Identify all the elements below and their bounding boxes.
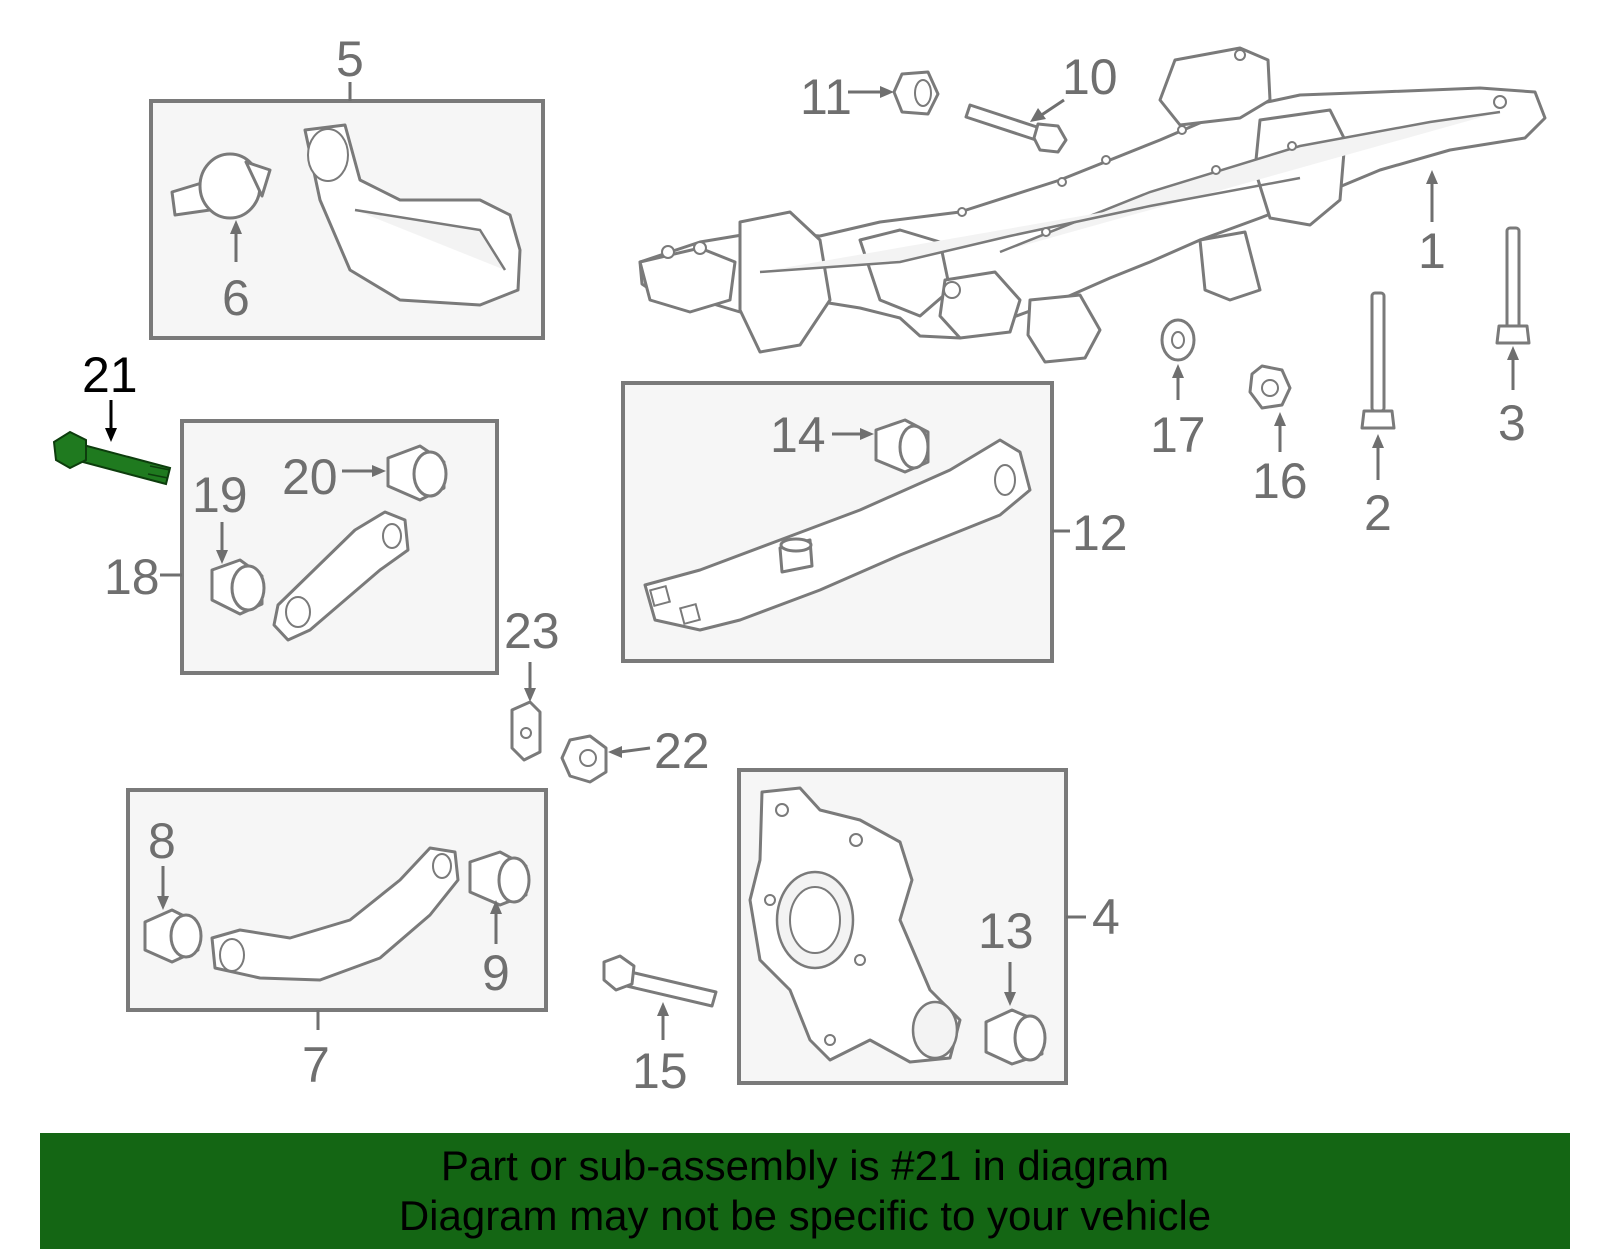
part-16-nut[interactable]	[1248, 364, 1292, 410]
arrow-15	[657, 1002, 669, 1040]
arrow-14	[832, 428, 874, 440]
part-4-knuckle[interactable]	[748, 786, 962, 1064]
label-23: 23	[504, 603, 560, 659]
part-6-bushing[interactable]	[170, 152, 272, 220]
part-1-subframe[interactable]	[638, 46, 1547, 364]
arrow-9	[490, 900, 502, 944]
label-1: 1	[1418, 223, 1446, 279]
arrow-8	[157, 866, 169, 910]
info-banner: Part or sub-assembly is #21 in diagram D…	[40, 1133, 1570, 1249]
label-17: 17	[1150, 407, 1206, 463]
part-15-bolt[interactable]	[602, 954, 718, 1008]
label-15: 15	[632, 1043, 688, 1099]
label-6: 6	[222, 270, 250, 326]
label-9: 9	[482, 945, 510, 1001]
part-8-bushing[interactable]	[143, 908, 203, 964]
arrow-3	[1507, 346, 1519, 390]
arrow-23	[524, 662, 536, 702]
label-11: 11	[800, 69, 852, 125]
label-14: 14	[770, 407, 826, 463]
label-21: 21	[82, 347, 138, 403]
label-5: 5	[336, 31, 364, 87]
label-8: 8	[148, 813, 176, 869]
part-5-control-arm[interactable]	[303, 123, 522, 307]
part-11-nut[interactable]	[892, 70, 940, 116]
label-16: 16	[1252, 453, 1308, 509]
label-4: 4	[1092, 889, 1120, 945]
part-12-control-arm[interactable]	[643, 438, 1032, 632]
arrow-20	[342, 465, 386, 477]
label-22: 22	[654, 723, 710, 779]
part-14-bushing[interactable]	[874, 418, 930, 474]
banner-line-1: Part or sub-assembly is #21 in diagram	[440, 1142, 1170, 1189]
arrow-6	[230, 220, 242, 262]
part-3-bolt[interactable]	[1495, 226, 1531, 345]
arrow-19	[216, 522, 228, 564]
part-7-control-arm[interactable]	[210, 846, 460, 982]
part-23-plate[interactable]	[510, 700, 542, 762]
part-9-bushing[interactable]	[468, 850, 531, 907]
part-20-bushing[interactable]	[386, 444, 448, 502]
label-7: 7	[302, 1037, 330, 1093]
part-18-link[interactable]	[272, 510, 410, 642]
part-2-bolt[interactable]	[1360, 291, 1396, 430]
part-19-bushing[interactable]	[210, 558, 266, 616]
banner-line-2: Diagram may not be specific to your vehi…	[398, 1192, 1212, 1239]
arrow-2	[1372, 434, 1384, 480]
label-18: 18	[104, 549, 160, 605]
arrow-21	[105, 400, 117, 442]
part-10-bolt[interactable]	[964, 103, 1068, 154]
arrow-16	[1274, 412, 1286, 452]
label-3: 3	[1498, 395, 1526, 451]
label-20: 20	[282, 449, 338, 505]
arrow-1	[1426, 170, 1438, 222]
arrow-13	[1004, 962, 1016, 1006]
arrow-17	[1172, 364, 1184, 400]
label-2: 2	[1364, 485, 1392, 541]
arrow-10	[1030, 98, 1065, 122]
part-13-bushing[interactable]	[984, 1008, 1047, 1066]
label-12: 12	[1072, 505, 1128, 561]
part-22-nut[interactable]	[560, 734, 608, 784]
arrow-11	[848, 86, 894, 98]
part-21-bolt[interactable]	[52, 430, 172, 486]
arrow-22	[608, 746, 651, 758]
label-13: 13	[978, 903, 1034, 959]
label-10: 10	[1062, 49, 1118, 105]
label-19: 19	[192, 467, 248, 523]
part-17-washer[interactable]	[1160, 318, 1196, 362]
